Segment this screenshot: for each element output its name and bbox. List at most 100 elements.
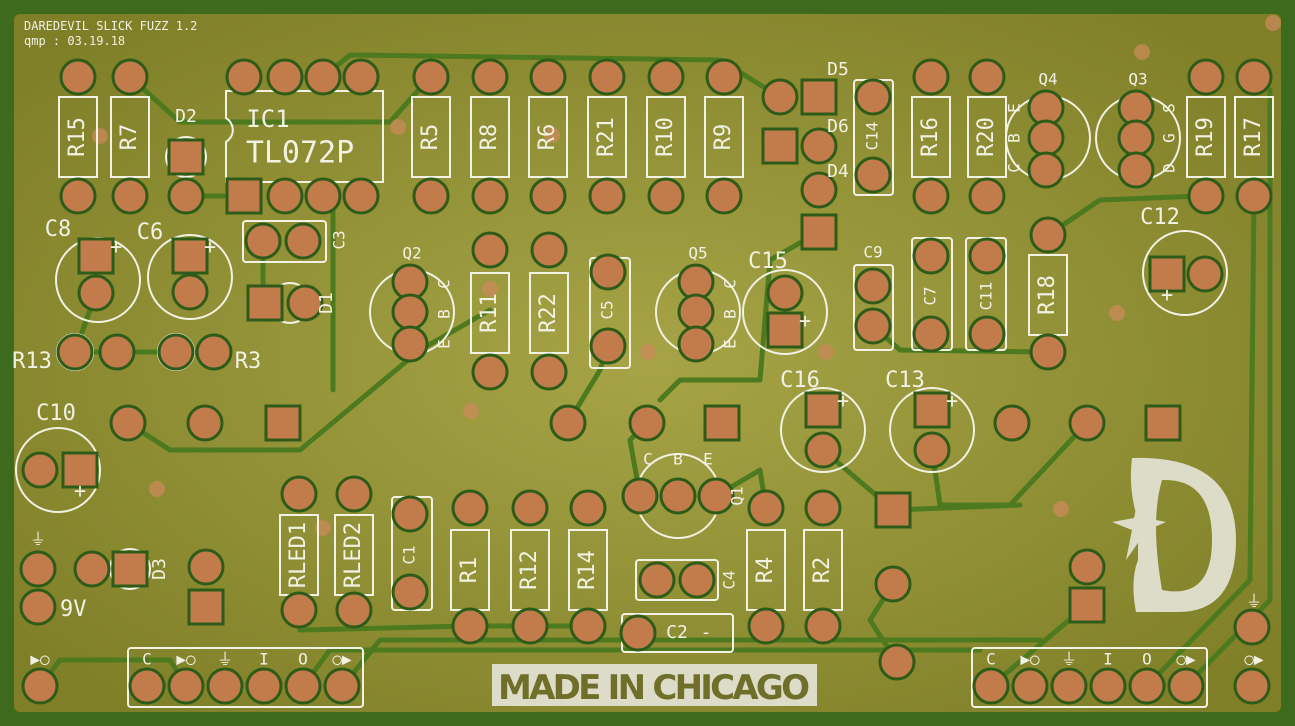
component-outline bbox=[971, 647, 1208, 708]
component-outline bbox=[889, 387, 975, 473]
pad bbox=[619, 614, 657, 652]
resistor-label-r14: R14 bbox=[575, 550, 600, 590]
polarity-plus: + bbox=[110, 235, 122, 259]
transistor-pin bbox=[391, 325, 429, 363]
resistor-label-r1: R1 bbox=[457, 557, 482, 584]
via bbox=[482, 281, 498, 297]
resistor-label-r9: R9 bbox=[711, 124, 736, 151]
pad bbox=[800, 171, 838, 209]
copper-trace bbox=[1045, 193, 1203, 238]
component-outline bbox=[635, 559, 719, 601]
pin-letter: B bbox=[721, 309, 740, 319]
resistor-outline bbox=[911, 96, 951, 178]
output-symbol: ○▶ bbox=[1244, 650, 1264, 669]
copper-trace bbox=[125, 307, 493, 453]
made-in-chicago-banner: MADE IN CHICAGO bbox=[492, 664, 817, 708]
pad bbox=[968, 237, 1006, 275]
jack-pad bbox=[109, 404, 147, 442]
pin-letter: C bbox=[643, 450, 653, 469]
connector-pin-label: ○▶ bbox=[332, 650, 352, 669]
ic1-pin bbox=[266, 58, 304, 96]
pad bbox=[391, 495, 429, 533]
ic1-pin bbox=[266, 177, 304, 215]
pin-letter: G bbox=[1160, 133, 1179, 143]
pad bbox=[854, 156, 892, 194]
ref-label: C11 bbox=[977, 282, 996, 311]
board-title: DAREDEVIL SLICK FUZZ 1.2 bbox=[24, 19, 197, 33]
cap-pad bbox=[21, 451, 59, 489]
transistor-pin bbox=[677, 293, 715, 331]
connector-pin bbox=[323, 667, 361, 705]
via bbox=[1265, 15, 1281, 31]
via bbox=[544, 127, 560, 143]
cap-pad-square bbox=[1148, 255, 1186, 293]
resistor-pad bbox=[471, 353, 509, 391]
pad bbox=[589, 327, 627, 365]
via bbox=[149, 481, 165, 497]
ref-label: C9 bbox=[863, 243, 882, 262]
resistor-pad bbox=[705, 58, 743, 96]
resistor-pad bbox=[747, 489, 785, 527]
cap-pad-square bbox=[77, 237, 115, 275]
component-outline bbox=[780, 387, 866, 473]
pin-letter: C bbox=[721, 279, 740, 289]
pad-square bbox=[761, 127, 799, 165]
pin-letter: E bbox=[435, 339, 454, 349]
pad bbox=[854, 267, 892, 305]
resistor-label-r18: R18 bbox=[1035, 275, 1060, 315]
d3-pad bbox=[73, 550, 111, 588]
resistor-pad bbox=[471, 58, 509, 96]
pad-square bbox=[800, 78, 838, 116]
transistor-pin bbox=[1027, 119, 1065, 157]
pad bbox=[912, 237, 950, 275]
transistor-pin bbox=[391, 293, 429, 331]
resistor-label-rled1: RLED1 bbox=[286, 522, 311, 588]
pin-letter: C bbox=[435, 279, 454, 289]
ground-symbol: ⏚ bbox=[30, 530, 46, 549]
connector-pin-label: C bbox=[986, 650, 996, 669]
pad bbox=[195, 333, 233, 371]
cap-label-c15: C15 bbox=[748, 249, 788, 274]
component-outline bbox=[742, 269, 828, 355]
transistor-pin bbox=[1027, 151, 1065, 189]
resistor-pad bbox=[912, 58, 950, 96]
resistor-pad bbox=[1187, 177, 1225, 215]
polarity-plus: + bbox=[946, 389, 958, 413]
pin-letter: E bbox=[1005, 103, 1024, 113]
via bbox=[640, 344, 656, 360]
polarity-plus: + bbox=[74, 479, 86, 503]
ic1-refdes: IC1 bbox=[246, 105, 289, 133]
resistor-outline bbox=[411, 96, 451, 178]
resistor-label-r22: R22 bbox=[536, 293, 561, 333]
copper-trace bbox=[1144, 193, 1257, 689]
cap-pad bbox=[766, 274, 804, 312]
resistor-label-r15: R15 bbox=[65, 117, 90, 157]
pad bbox=[854, 307, 892, 345]
ref-label: C5 bbox=[598, 300, 617, 319]
resistor-pad bbox=[968, 58, 1006, 96]
cap-pad bbox=[77, 274, 115, 312]
pin-letter: B bbox=[1005, 133, 1024, 143]
connector-pin-label: ⏚ bbox=[1061, 650, 1077, 669]
copper-trace bbox=[1183, 87, 1273, 689]
transistor-pin bbox=[1117, 119, 1155, 157]
resistor-label-r8: R8 bbox=[477, 124, 502, 151]
connector-pin bbox=[1167, 667, 1205, 705]
pads bbox=[19, 58, 1273, 705]
cap-label-c10: C10 bbox=[36, 401, 76, 426]
transistor-label: Q4 bbox=[1038, 70, 1057, 89]
resistor-label-r16: R16 bbox=[918, 117, 943, 157]
ic1-pin bbox=[304, 58, 342, 96]
power-9v-label: 9V bbox=[60, 597, 87, 622]
resistor-outline bbox=[587, 96, 627, 178]
ground-symbol: ⏚ bbox=[1246, 592, 1262, 611]
input-symbol: ▶○ bbox=[30, 650, 50, 669]
jack-pad bbox=[993, 404, 1031, 442]
jack-pad bbox=[874, 565, 912, 603]
pad-square bbox=[800, 213, 838, 251]
ref-label: D3 bbox=[149, 558, 170, 580]
resistor-outline bbox=[470, 96, 510, 178]
resistor-pad bbox=[569, 607, 607, 645]
ref-label: C14 bbox=[863, 122, 882, 151]
via bbox=[1109, 305, 1125, 321]
